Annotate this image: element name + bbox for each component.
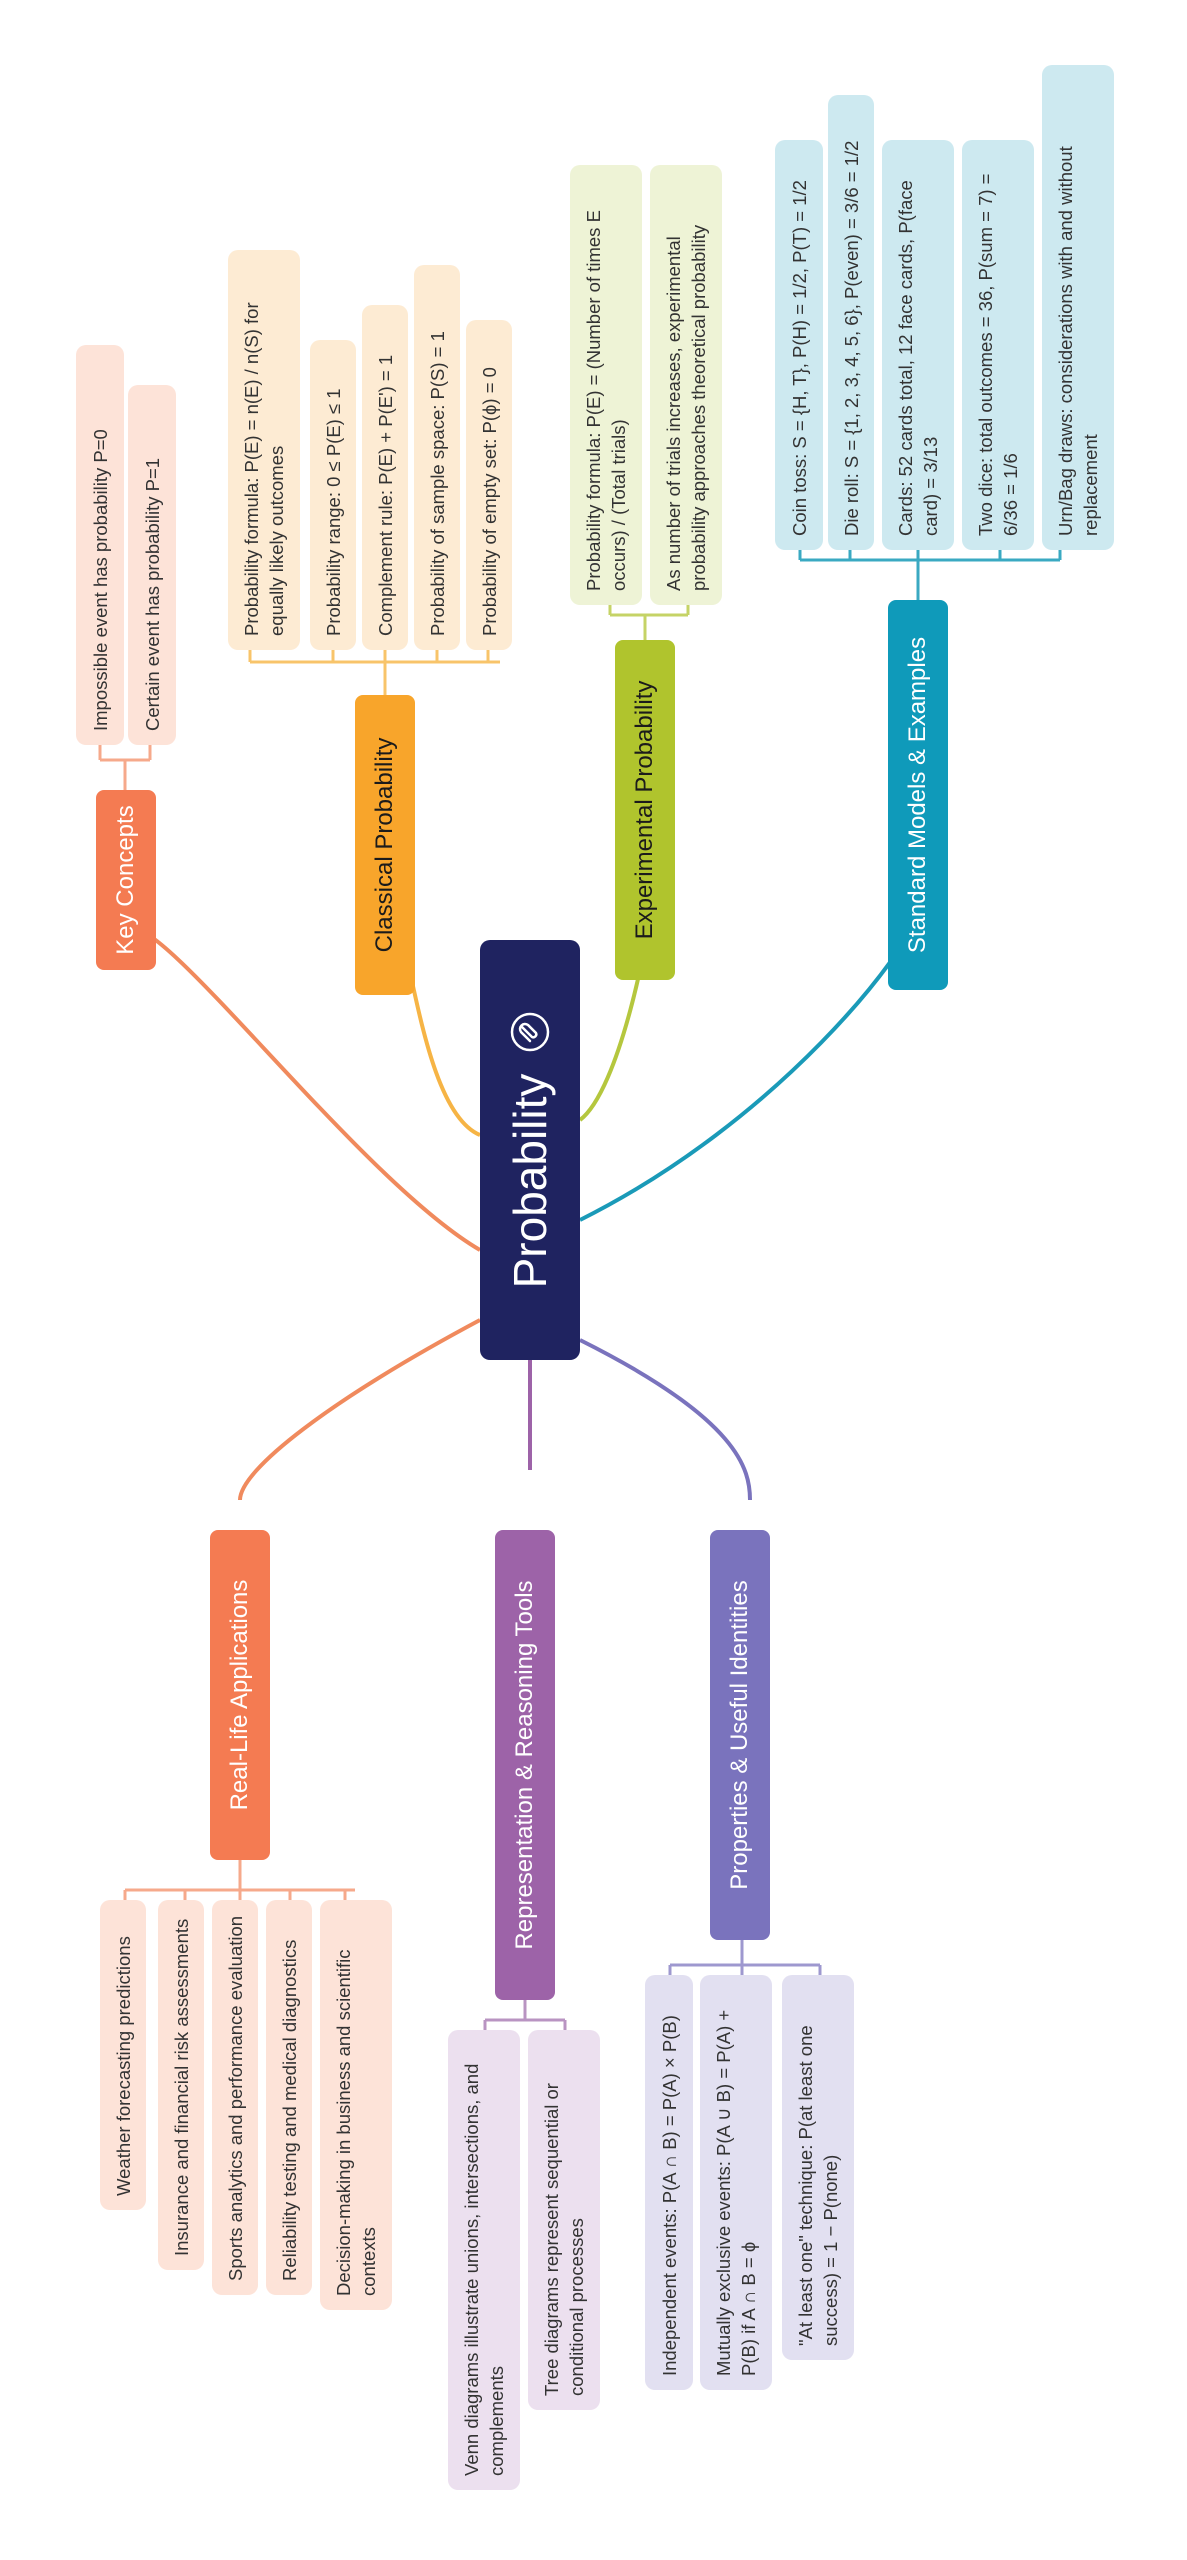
connector-key-concepts <box>128 927 482 1252</box>
bracket-experimental <box>608 605 690 640</box>
branch-representation-label: Representation & Reasoning Tools <box>511 1580 538 1950</box>
leaf-tree-diagrams: Tree diagrams represent sequential or co… <box>528 2030 600 2410</box>
bracket-classical <box>248 650 500 695</box>
leaf-cards: Cards: 52 cards total, 12 face cards, P(… <box>882 140 954 550</box>
leaf-impossible-event: Impossible event has probability P=0 <box>76 345 124 745</box>
root-node[interactable]: Probability <box>480 940 580 1360</box>
leaf-sample-space: Probability of sample space: P(S) = 1 <box>414 265 460 650</box>
leaf-sports-analytics: Sports analytics and performance evaluat… <box>212 1900 258 2295</box>
leaf-experimental-formula: Probability formula: P(E) = (Number of t… <box>570 165 642 605</box>
leaf-probability-range: Probability range: 0 ≤ P(E) ≤ 1 <box>310 340 356 650</box>
branch-real-life-applications[interactable]: Real-Life Applications <box>210 1530 270 1860</box>
branch-key-concepts-label: Key Concepts <box>112 805 139 955</box>
leaf-certain-event: Certain event has probability P=1 <box>128 385 176 745</box>
branch-classical-probability[interactable]: Classical Probability <box>355 695 415 995</box>
leaf-law-of-large-numbers: As number of trials increases, experimen… <box>650 165 722 605</box>
branch-classical-label: Classical Probability <box>371 737 398 953</box>
root-title: Probability <box>504 1073 556 1289</box>
leaf-reliability-testing: Reliability testing and medical diagnost… <box>266 1900 312 2295</box>
bracket-standard <box>798 550 1062 600</box>
leaf-coin-toss: Coin toss: S = {H, T}, P(H) = 1/2, P(T) … <box>775 140 823 550</box>
bracket-representation <box>483 2000 567 2030</box>
paperclip-icon <box>510 1012 550 1052</box>
leaf-decision-making: Decision-making in business and scientif… <box>320 1900 392 2310</box>
leaf-insurance-risk: Insurance and financial risk assessments <box>158 1900 204 2270</box>
connector-properties <box>579 1338 752 1501</box>
leaf-two-dice: Two dice: total outcomes = 36, P(sum = 7… <box>962 140 1034 550</box>
leaf-urn-draws: Urn/Bag draws: considerations with and w… <box>1042 65 1114 550</box>
leaf-die-roll: Die roll: S = {1, 2, 3, 4, 5, 6}, P(even… <box>828 95 874 550</box>
leaf-empty-set: Probability of empty set: P(ϕ) = 0 <box>466 320 512 650</box>
branch-real-life-label: Real-Life Applications <box>226 1579 253 1811</box>
branch-experimental-label: Experimental Probability <box>631 680 658 940</box>
leaf-venn-diagrams: Venn diagrams illustrate unions, interse… <box>448 2030 520 2490</box>
bracket-key-concepts <box>98 745 152 790</box>
leaf-complement-rule: Complement rule: P(E) + P(E') = 1 <box>362 305 408 650</box>
branch-experimental-probability[interactable]: Experimental Probability <box>615 640 675 980</box>
branch-representation-tools[interactable]: Representation & Reasoning Tools <box>495 1530 555 2000</box>
bracket-properties <box>668 1940 822 1975</box>
connector-real-life <box>238 1318 481 1501</box>
bracket-real-life <box>123 1860 355 1900</box>
leaf-classical-formula: Probability formula: P(E) = n(E) / n(S) … <box>228 250 300 650</box>
leaf-at-least-one: "At least one" technique: P(at least one… <box>782 1975 854 2360</box>
leaf-mutually-exclusive: Mutually exclusive events: P(A ∪ B) = P(… <box>700 1975 772 2390</box>
branch-properties-label: Properties & Useful Identities <box>726 1580 753 1890</box>
branch-key-concepts[interactable]: Key Concepts <box>96 790 156 970</box>
branch-standard-models[interactable]: Standard Models & Examples <box>888 600 948 990</box>
branch-standard-label: Standard Models & Examples <box>904 636 931 954</box>
leaf-weather-forecasting: Weather forecasting predictions <box>100 1900 146 2210</box>
leaf-independent-events: Independent events: P(A ∩ B) = P(A) × P(… <box>645 1975 693 2390</box>
branch-properties-identities[interactable]: Properties & Useful Identities <box>710 1530 770 1940</box>
